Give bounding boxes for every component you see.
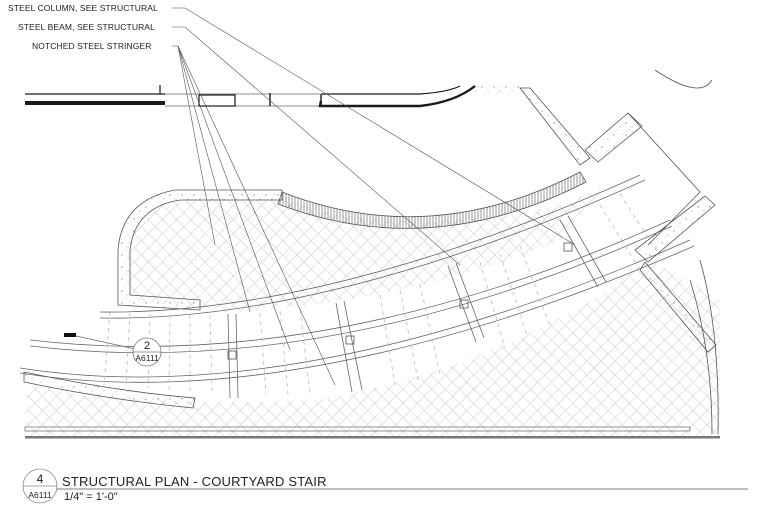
section-bubble <box>132 337 162 367</box>
section-cut-line <box>64 333 141 351</box>
leader-lines <box>172 7 576 386</box>
leader-label-steel-beam: STEEL BEAM, SEE STRUCTURAL <box>18 22 155 32</box>
section-marker-number: 2 <box>143 340 151 352</box>
paving-hatch-upper <box>128 180 610 312</box>
detail-sheet: A6111 <box>28 490 52 500</box>
curved-stair-treads <box>277 171 587 229</box>
drawing-scale: 1/4" = 1'-0" <box>64 491 118 503</box>
bottom-rail <box>24 426 720 439</box>
section-marker-sheet: A6111 <box>135 353 159 363</box>
right-walls <box>519 69 719 435</box>
planter-wall <box>117 189 283 311</box>
stair-run <box>19 174 695 399</box>
leader-label-steel-column: STEEL COLUMN, SEE STRUCTURAL <box>8 3 158 13</box>
lower-curb <box>23 371 196 409</box>
title-bubble <box>22 468 748 504</box>
detail-number: 4 <box>36 472 44 486</box>
leader-label-notched-stringer: NOTCHED STEEL STRINGER <box>32 41 152 51</box>
drawing-title: STRUCTURAL PLAN - COURTYARD STAIR <box>62 474 327 489</box>
paving-hatch-lower <box>26 260 720 436</box>
top-wall <box>25 85 520 108</box>
